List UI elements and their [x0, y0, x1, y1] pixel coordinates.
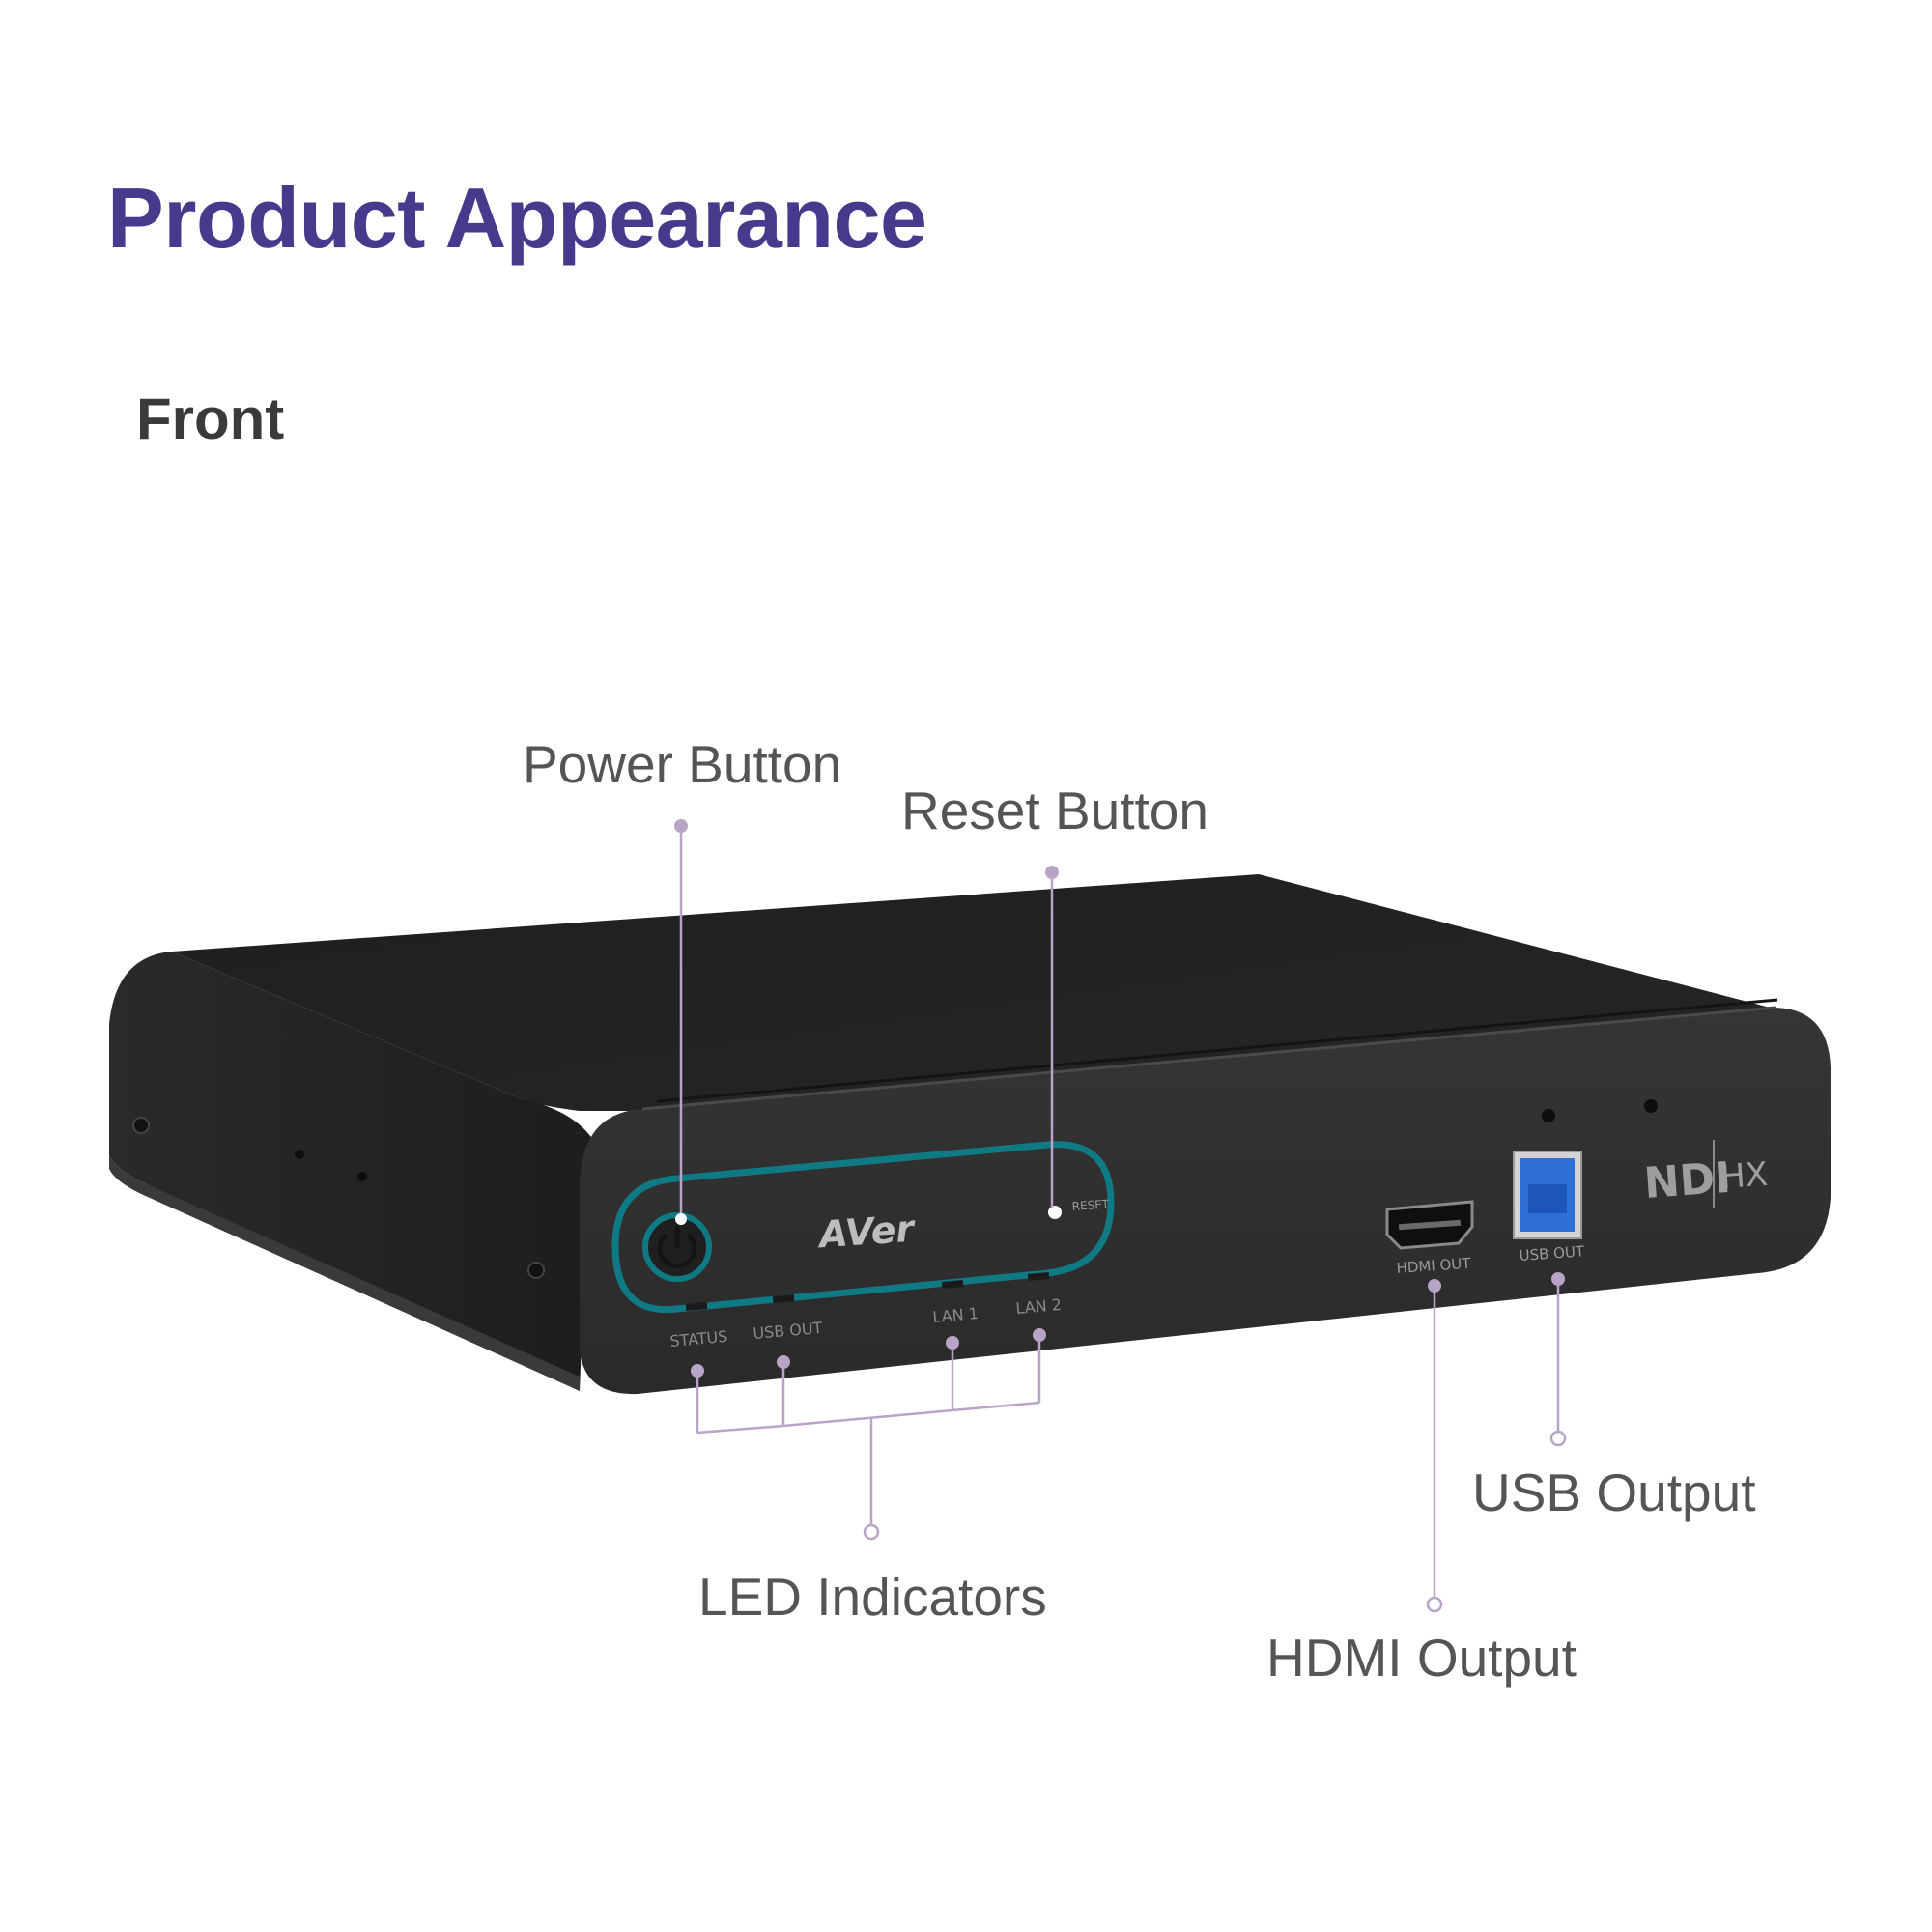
hx-logo-text: HX [1719, 1155, 1770, 1197]
power-button[interactable] [642, 1212, 712, 1282]
control-panel [611, 1141, 1115, 1314]
led-label-lan2: LAN 2 [1015, 1295, 1063, 1318]
led-usb-out [772, 1294, 795, 1303]
ndi-hx-logo: NDI HX [1642, 1140, 1769, 1208]
hdmi-port-label: HDMI OUT [1396, 1255, 1472, 1277]
led-label-lan1: LAN 1 [932, 1304, 980, 1326]
mount-hole [1542, 1109, 1555, 1122]
hdmi-port[interactable] [1385, 1200, 1474, 1250]
callout-usb-output: USB Output [1472, 1463, 1756, 1522]
power-icon [657, 1226, 697, 1268]
brand-logo: AVer [815, 1208, 918, 1257]
mount-hole [1644, 1099, 1658, 1113]
usb-port-label: USB OUT [1519, 1242, 1585, 1264]
led-status [685, 1302, 708, 1311]
leader-dots [674, 819, 1567, 1613]
screw-icon [132, 1117, 150, 1134]
vent-hole [295, 1150, 304, 1159]
page-title: Product Appearance [107, 170, 927, 266]
device-body [109, 874, 1831, 1395]
vent-hole [357, 1172, 367, 1181]
device-left-lip [109, 1154, 580, 1391]
screw-icon [527, 1262, 545, 1279]
callout-led-indicators: LED Indicators [698, 1567, 1047, 1627]
led-lan2 [1027, 1272, 1050, 1281]
device-left-side [109, 952, 599, 1391]
reset-label: RESET [1071, 1197, 1110, 1213]
callout-reset-button: Reset Button [901, 781, 1208, 840]
device-front-face [580, 1008, 1831, 1395]
callout-hdmi-output: HDMI Output [1266, 1628, 1577, 1688]
ndi-logo-text: NDI [1642, 1153, 1732, 1208]
usb-port[interactable] [1513, 1151, 1582, 1239]
reset-button[interactable] [1048, 1206, 1062, 1219]
callout-power-button: Power Button [523, 734, 842, 794]
section-title-front: Front [136, 386, 285, 451]
led-lan1 [941, 1280, 964, 1289]
leader-lines [679, 826, 1560, 1605]
